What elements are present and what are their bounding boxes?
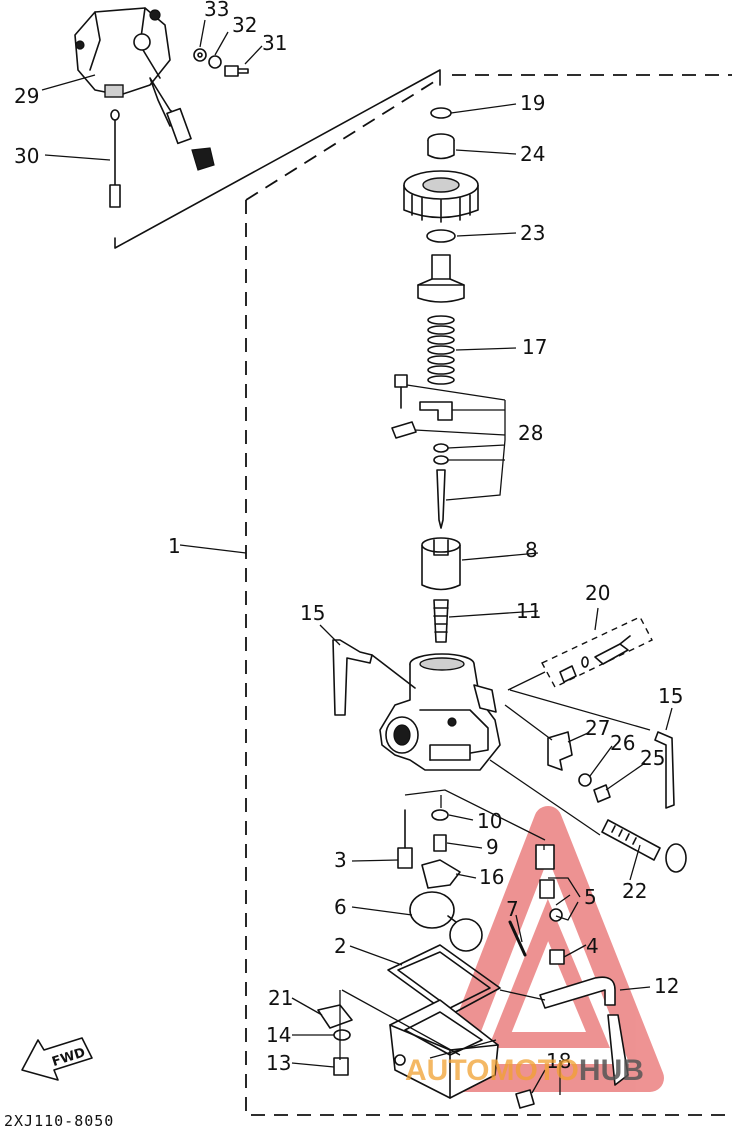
- label-4: 4: [586, 934, 599, 958]
- bracket-27: [547, 731, 573, 771]
- part-labels: 1 2 3 4 5 6 7 8 9 10 11 12 13 14 15 15 1…: [14, 0, 683, 1075]
- label-23: 23: [520, 221, 545, 245]
- label-16: 16: [479, 865, 504, 889]
- leader-lines: [41, 19, 673, 1094]
- label-15-right: 15: [658, 684, 683, 708]
- pilot-screw-set-20: [541, 616, 653, 688]
- label-30: 30: [14, 144, 39, 168]
- throttle-valve-8: [421, 537, 461, 591]
- label-27: 27: [585, 716, 610, 740]
- automotohub-watermark: [434, 806, 664, 1092]
- diagram-code: 2XJ110-8050: [4, 1112, 114, 1129]
- label-17: 17: [522, 335, 547, 359]
- label-24: 24: [520, 142, 545, 166]
- label-7: 7: [506, 897, 519, 921]
- label-12: 12: [654, 974, 679, 998]
- label-22: 22: [622, 879, 647, 903]
- label-6: 6: [334, 895, 347, 919]
- throttle-housing: [74, 7, 215, 171]
- screw-31: [224, 65, 249, 77]
- drain-hose-12: [539, 976, 616, 1009]
- main-jet-9: [433, 834, 447, 852]
- screw-25: [593, 784, 611, 803]
- washer-32: [208, 55, 222, 69]
- screw-4: [549, 949, 565, 965]
- pilot-jet-3: [397, 809, 413, 869]
- assembly-lines: [339, 671, 651, 1095]
- label-25: 25: [640, 746, 665, 770]
- top-cap: [403, 170, 479, 223]
- washer-26: [578, 773, 592, 787]
- label-29: 29: [14, 84, 39, 108]
- label-14: 14: [266, 1023, 291, 1047]
- plug-24: [427, 133, 455, 160]
- label-13: 13: [266, 1051, 291, 1075]
- label-20: 20: [585, 581, 610, 605]
- float-valve-5: [535, 844, 563, 922]
- overflow-hose-15-left: [332, 639, 373, 716]
- label-11: 11: [516, 599, 541, 623]
- washer-10: [431, 809, 449, 821]
- float-6: [409, 891, 483, 952]
- watermark-text: AUTOMOTOHUB: [405, 1054, 644, 1087]
- label-1: 1: [168, 534, 181, 558]
- label-5: 5: [584, 885, 597, 909]
- label-26: 26: [610, 731, 635, 755]
- plate-16: [421, 859, 461, 889]
- spring-17: [427, 315, 455, 385]
- needle-jet-11: [433, 599, 449, 643]
- cable-guide-line: [114, 69, 441, 249]
- starter-plunger-22: [601, 819, 687, 873]
- valve-holder: [417, 254, 465, 303]
- label-18: 18: [546, 1049, 571, 1073]
- screw-18: [515, 1089, 535, 1109]
- plate-21: [317, 1004, 353, 1029]
- washer-14: [333, 1029, 351, 1041]
- label-28: 28: [518, 421, 543, 445]
- label-31: 31: [262, 31, 287, 55]
- assembly-boundary: [245, 74, 732, 1116]
- throttle-cable: [109, 109, 121, 208]
- fwd-arrow: FWD: [21, 1037, 93, 1081]
- needle-clip-set-28: [391, 374, 453, 529]
- label-19: 19: [520, 91, 545, 115]
- label-21: 21: [268, 986, 293, 1010]
- pin-7: [508, 920, 527, 957]
- label-3: 3: [334, 848, 347, 872]
- overflow-hose-15-right: [654, 731, 675, 809]
- oring-23: [426, 229, 456, 243]
- label-9: 9: [486, 835, 499, 859]
- label-10: 10: [477, 809, 502, 833]
- gasket-2: [387, 944, 501, 1016]
- label-8: 8: [525, 538, 538, 562]
- screw-13: [333, 1057, 349, 1076]
- washer-19: [430, 107, 452, 119]
- label-2: 2: [334, 934, 347, 958]
- label-15-left: 15: [300, 601, 325, 625]
- label-33: 33: [204, 0, 229, 21]
- label-32: 32: [232, 13, 257, 37]
- carburetor-body: [371, 653, 501, 771]
